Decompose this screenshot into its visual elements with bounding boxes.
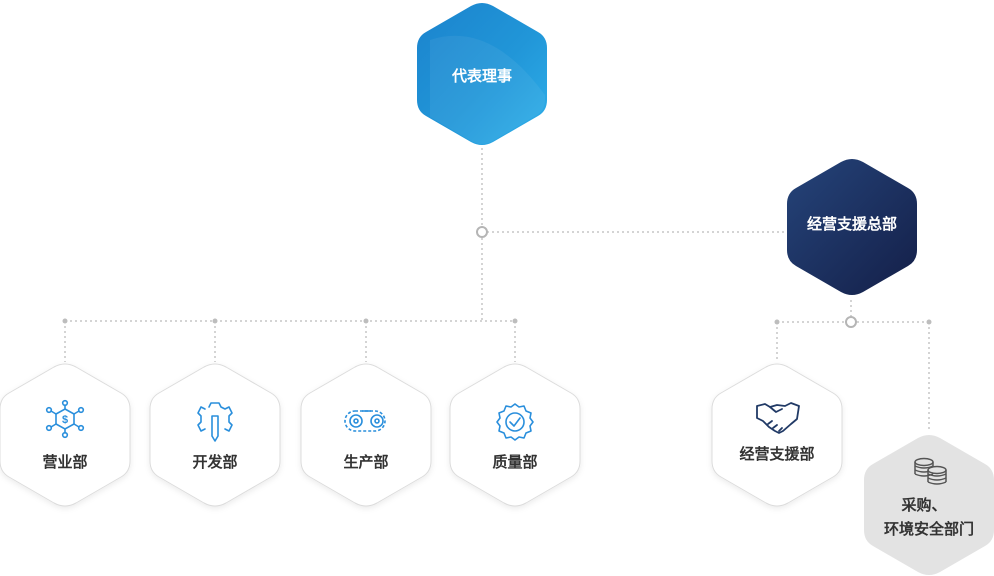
dept-hexagon	[0, 363, 131, 507]
junction-root	[476, 226, 488, 238]
svg-text:$: $	[62, 414, 68, 426]
dot-5	[774, 319, 780, 325]
staff-hexagon	[787, 159, 917, 295]
dept-hexagon	[711, 363, 843, 507]
dept-node-1	[0, 363, 131, 507]
dept-node-2	[149, 363, 281, 507]
dept-label-quality: 质量部	[492, 453, 537, 471]
dot-4	[512, 318, 518, 324]
quality-badge-icon	[496, 403, 534, 441]
dept-label-production: 生产部	[343, 453, 388, 471]
gray-hexagon	[864, 435, 994, 575]
root-hexagon-sheen	[430, 35, 545, 144]
dept-node-3	[300, 363, 432, 507]
dept-label-sales: 营业部	[42, 453, 87, 471]
dot-3	[363, 318, 369, 324]
handshake-icon	[756, 402, 800, 434]
dept-node-4	[449, 363, 581, 507]
junction-markers	[62, 226, 932, 328]
dept-hexagon	[300, 363, 432, 507]
staff-label: 经营支援总部	[807, 215, 897, 233]
money-network-icon: $	[45, 399, 85, 439]
staff-node: 经营支援总部	[787, 159, 917, 295]
dept-hexagon	[449, 363, 581, 507]
staff-dept-node-2	[864, 435, 994, 575]
coins-stack-icon	[914, 457, 947, 485]
dot-1	[62, 318, 68, 324]
dept-hexagon	[149, 363, 281, 507]
gear-pencil-icon	[197, 402, 233, 442]
junction-staff	[845, 316, 857, 328]
dot-6	[926, 319, 932, 325]
dept-label-procurement-line2: 环境安全部门	[884, 520, 974, 538]
root-hexagon	[417, 3, 547, 145]
dept-label-development: 开发部	[192, 453, 237, 471]
conveyor-icon	[344, 410, 386, 432]
dept-label-management-support: 经营支援部	[739, 445, 814, 463]
dept-label-procurement-line1: 采购、	[900, 496, 946, 514]
root-label: 代表理事	[451, 67, 512, 85]
root-node: 代表理事	[417, 3, 547, 145]
dot-2	[212, 318, 218, 324]
staff-dept-node-1	[711, 363, 843, 507]
